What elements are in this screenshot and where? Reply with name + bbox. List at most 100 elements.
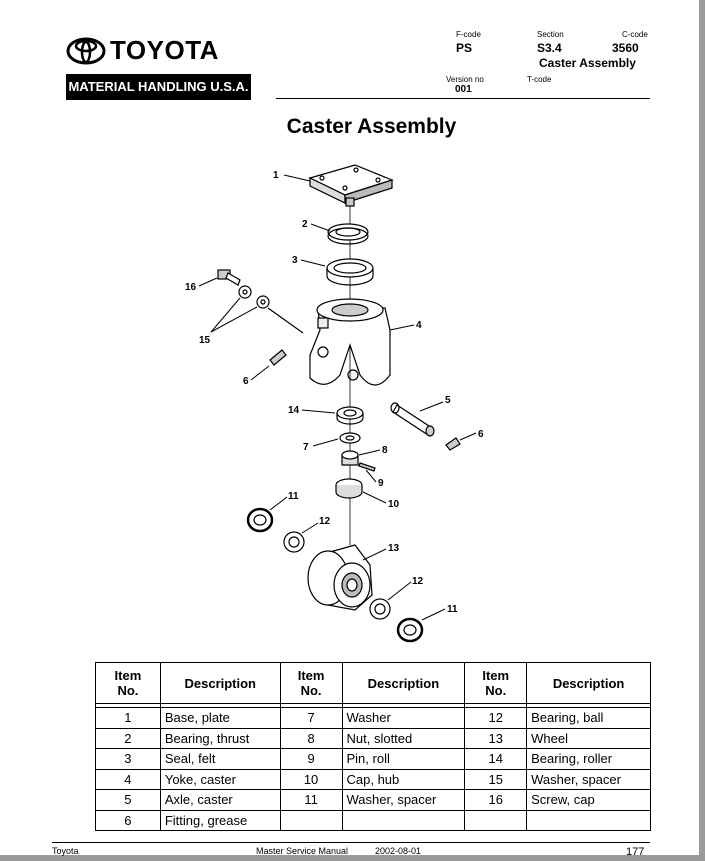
ccode-label: C-code — [622, 30, 648, 39]
callout-4: 4 — [416, 320, 422, 331]
footer-manual: Master Service Manual — [256, 846, 349, 856]
item-number — [464, 809, 528, 831]
callout-13: 13 — [388, 543, 400, 554]
item-number: 13 — [464, 727, 528, 749]
felt-seal-icon — [326, 258, 374, 286]
item-number: 2 — [95, 727, 161, 749]
callout-6: 6 — [243, 376, 249, 387]
item-description: Washer, spacer — [341, 789, 466, 811]
item-number: 3 — [95, 748, 161, 770]
item-number: 12 — [464, 707, 528, 729]
page-number: 177 — [626, 846, 645, 858]
item-description — [341, 809, 466, 831]
item-number: 8 — [279, 727, 343, 749]
item-number: 6 — [95, 809, 161, 831]
page-frame-bottom — [0, 855, 705, 861]
item-description: Bearing, roller — [526, 748, 651, 770]
roller-bearing-icon — [336, 406, 364, 425]
base-plate-icon — [308, 164, 394, 207]
ccode-value: 3560 — [612, 41, 639, 55]
callout-3: 3 — [292, 255, 298, 266]
description-header: Description — [159, 662, 281, 704]
washer-leader-line — [267, 307, 304, 334]
item-description: Washer — [341, 707, 466, 729]
spacer-washer-icon — [238, 285, 270, 309]
callout-12b: 12 — [412, 576, 424, 587]
fcode-label: F-code — [456, 30, 481, 39]
section-value: S3.4 — [537, 41, 562, 55]
caster-axle-icon — [390, 402, 435, 437]
callout-leaders — [198, 174, 477, 621]
callout-11b: 11 — [447, 604, 458, 615]
caster-exploded-diagram: 1 2 3 16 15 4 6 5 6 14 7 8 9 10 11 12 13… — [185, 164, 484, 643]
description-header: Description — [526, 662, 651, 704]
item-number: 4 — [95, 768, 161, 790]
item-description: Wheel — [526, 727, 651, 749]
thrust-bearing-icon — [327, 223, 369, 245]
callout-7: 7 — [303, 442, 309, 453]
fcode-value: PS — [456, 41, 473, 55]
callout-11: 11 — [288, 491, 299, 502]
item-description: Bearing, ball — [526, 707, 651, 729]
callout-16: 16 — [185, 282, 197, 293]
item-description: Washer, spacer — [526, 768, 651, 790]
ball-bearing-icon — [283, 531, 391, 620]
item-description — [526, 809, 651, 831]
callout-labels: 1 2 3 16 15 4 6 5 6 14 7 8 9 10 11 12 13… — [185, 170, 484, 615]
callout-8: 8 — [382, 445, 388, 456]
item-description: Pin, roll — [341, 748, 466, 770]
item-number: 9 — [279, 748, 343, 770]
item-number: 11 — [279, 789, 343, 811]
page-title: Caster Assembly — [286, 115, 457, 138]
description-header: Description — [341, 662, 466, 704]
item-description: Fitting, grease — [159, 809, 281, 831]
callout-5: 5 — [445, 395, 451, 406]
item-number: 15 — [464, 768, 528, 790]
item-description: Nut, slotted — [341, 727, 466, 749]
item-description: Bearing, thrust — [159, 727, 281, 749]
item-number: 14 — [464, 748, 528, 770]
header-spacer-row — [95, 703, 651, 708]
item-number: 7 — [279, 707, 343, 729]
item-description: Yoke, caster — [159, 768, 281, 790]
footer-date: 2002-08-01 — [375, 846, 422, 856]
spacer-washer-icon — [246, 507, 424, 643]
footer-company: Toyota — [52, 846, 79, 856]
callout-15: 15 — [199, 335, 211, 346]
washer-icon — [339, 432, 361, 444]
toyota-logo: TOYOTA — [66, 35, 256, 66]
callout-2: 2 — [302, 219, 308, 230]
callout-10: 10 — [388, 499, 400, 510]
item-number — [279, 809, 343, 831]
callout-6b: 6 — [478, 429, 484, 440]
header-rule — [276, 98, 650, 99]
item-description: Seal, felt — [159, 748, 281, 770]
section-label: Section — [537, 30, 564, 39]
grease-fitting-icon — [269, 349, 461, 451]
item-description: Base, plate — [159, 707, 281, 729]
item-number: 16 — [464, 789, 528, 811]
callout-14: 14 — [288, 405, 300, 416]
item-description: Axle, caster — [159, 789, 281, 811]
tcode-label: T-code — [527, 75, 552, 84]
version-label: Version no — [446, 75, 484, 84]
callout-1: 1 — [273, 170, 279, 181]
logo-wordmark: TOYOTA — [110, 35, 219, 65]
callout-12: 12 — [319, 516, 331, 527]
cap-screw-icon — [217, 269, 241, 286]
caster-yoke-icon — [309, 298, 391, 386]
wheel-icon — [307, 544, 373, 611]
item-number: 5 — [95, 789, 161, 811]
version-value: 001 — [455, 84, 472, 95]
roll-pin-icon — [358, 462, 376, 472]
item-description: Cap, hub — [341, 768, 466, 790]
